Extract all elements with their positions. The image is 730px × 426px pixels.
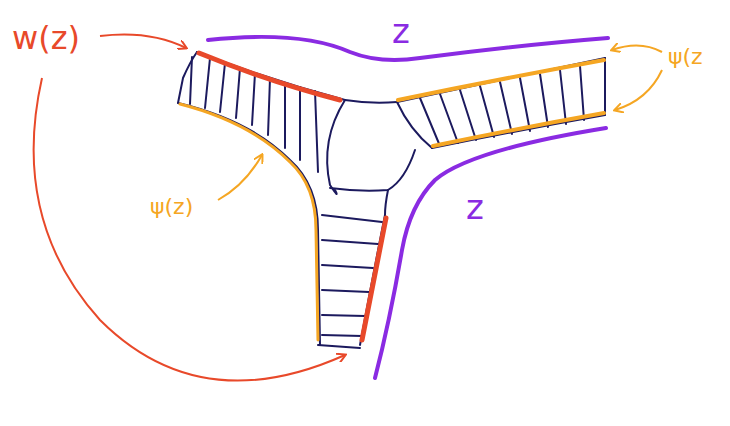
function-label: w(z) — [12, 22, 80, 54]
function-label: ψ(z) — [150, 196, 193, 218]
variable-label: z — [392, 14, 410, 48]
function-label: ψ(z — [668, 46, 703, 68]
variable-label: z — [466, 190, 484, 224]
